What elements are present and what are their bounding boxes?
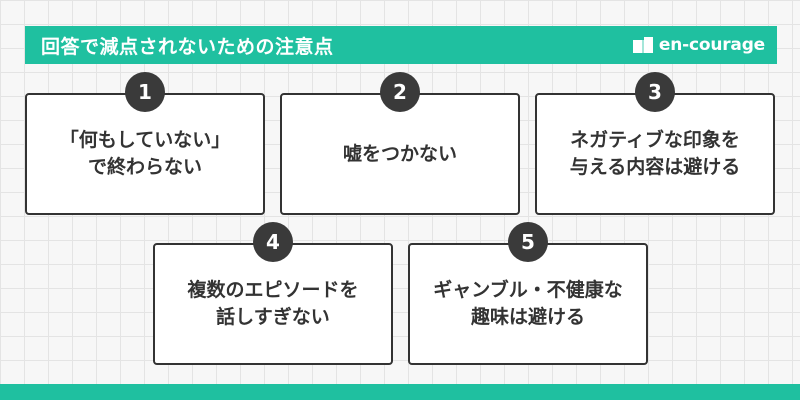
tip-number-badge-3: 3 — [635, 72, 675, 112]
title-banner: 回答で減点されないための注意点 en-courage — [25, 26, 777, 64]
tip-number-badge-4: 4 — [253, 222, 293, 262]
tip-number-badge-2: 2 — [380, 72, 420, 112]
tip-number-badge-5: 5 — [508, 222, 548, 262]
tip-card-1: 「何もしていない」 で終わらない — [25, 93, 265, 215]
tip-text-5: ギャンブル・不健康な 趣味は避ける — [433, 279, 623, 328]
brand-logo: en-courage — [632, 35, 765, 55]
logo-text: en-courage — [658, 35, 765, 55]
footer-accent-bar — [0, 384, 800, 400]
page-title: 回答で減点されないための注意点 — [41, 35, 334, 58]
tip-card-3: ネガティブな印象を 与える内容は避ける — [535, 93, 775, 215]
tip-text-3: ネガティブな印象を 与える内容は避ける — [569, 129, 741, 178]
tip-card-5: ギャンブル・不健康な 趣味は避ける — [408, 243, 648, 365]
tip-text-4: 複数のエピソードを 話しすぎない — [187, 279, 359, 328]
tip-text-1: 「何もしていない」 で終わらない — [59, 129, 231, 178]
tip-text-2: 嘘をつかない — [342, 142, 457, 165]
tip-number-badge-1: 1 — [125, 72, 165, 112]
tip-card-2: 嘘をつかない — [280, 93, 520, 215]
book-icon — [632, 37, 653, 53]
